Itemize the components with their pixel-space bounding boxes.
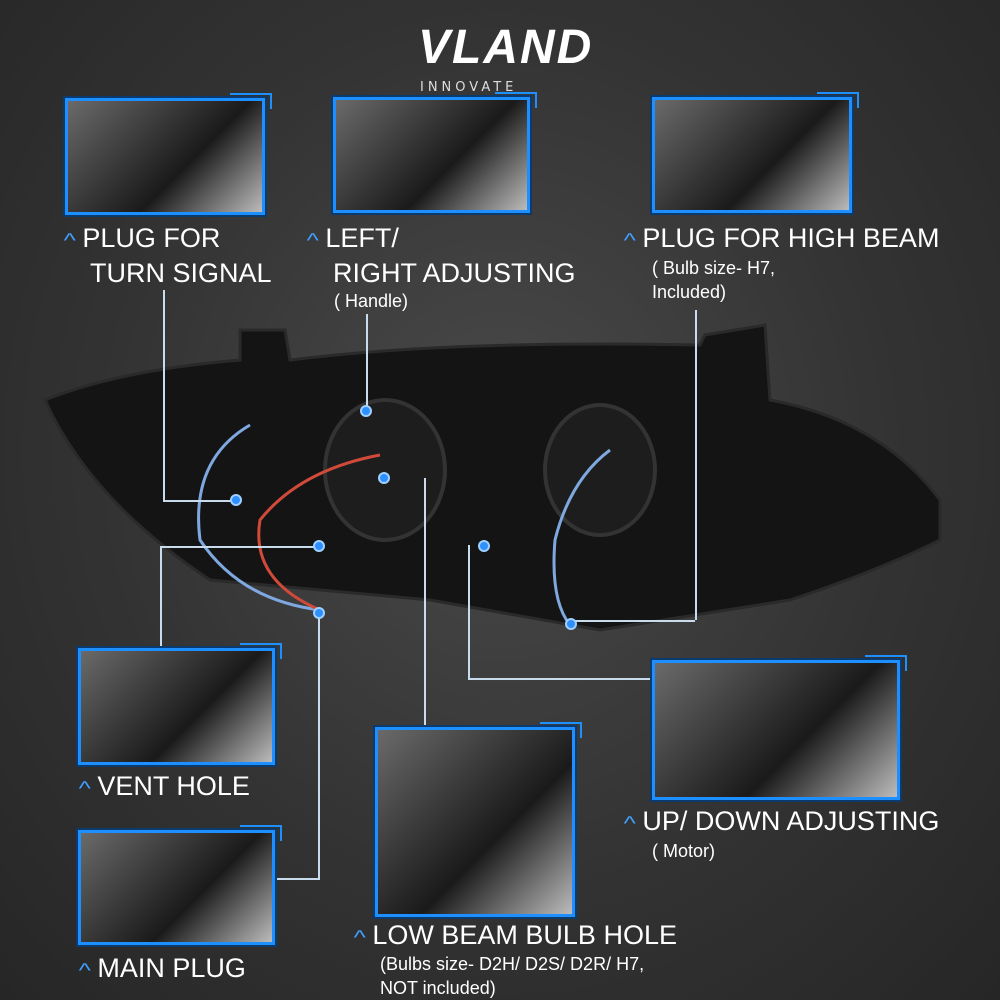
- main-plug-label: ^MAIN PLUG: [78, 952, 246, 987]
- chevron-up-icon: ^: [78, 778, 91, 800]
- left-right-sub: ( Handle): [334, 291, 409, 311]
- chevron-up-icon: ^: [63, 230, 76, 252]
- turn-signal-label: ^PLUG FOR TURN SIGNAL: [63, 223, 272, 288]
- low-beam-hole-photo: [375, 722, 582, 917]
- low-beam-label: ^LOW BEAM BULB HOLE: [353, 919, 677, 954]
- adjusting-handle-photo: [333, 92, 537, 213]
- chevron-up-icon: ^: [306, 230, 319, 252]
- low-beam-sub: (Bulbs size- D2H/ D2S/ D2R/ H7, NOT incl…: [380, 954, 645, 998]
- vent-hole-label: ^VENT HOLE: [78, 770, 250, 805]
- up-down-sub: ( Motor): [652, 841, 715, 861]
- main-plug-photo: [78, 825, 282, 945]
- up-down-label: ^UP/ DOWN ADJUSTING: [623, 805, 940, 840]
- high-beam-plug-photo: [652, 92, 859, 213]
- brand-logo: VLAND: [418, 21, 594, 74]
- chevron-up-icon: ^: [353, 927, 366, 949]
- turn-signal-photo: [65, 93, 272, 215]
- high-beam-label: ^PLUG FOR HIGH BEAM: [623, 222, 940, 257]
- chevron-up-icon: ^: [78, 960, 91, 982]
- vent-hole-photo: [78, 643, 282, 765]
- brand-tagline: INNOVATE: [420, 80, 518, 95]
- motor-photo: [652, 655, 907, 800]
- left-right-label: ^LEFT/ RIGHT ADJUSTING: [306, 223, 576, 288]
- chevron-up-icon: ^: [623, 230, 636, 252]
- chevron-up-icon: ^: [623, 813, 636, 835]
- high-beam-sub: ( Bulb size- H7,Included): [652, 258, 776, 302]
